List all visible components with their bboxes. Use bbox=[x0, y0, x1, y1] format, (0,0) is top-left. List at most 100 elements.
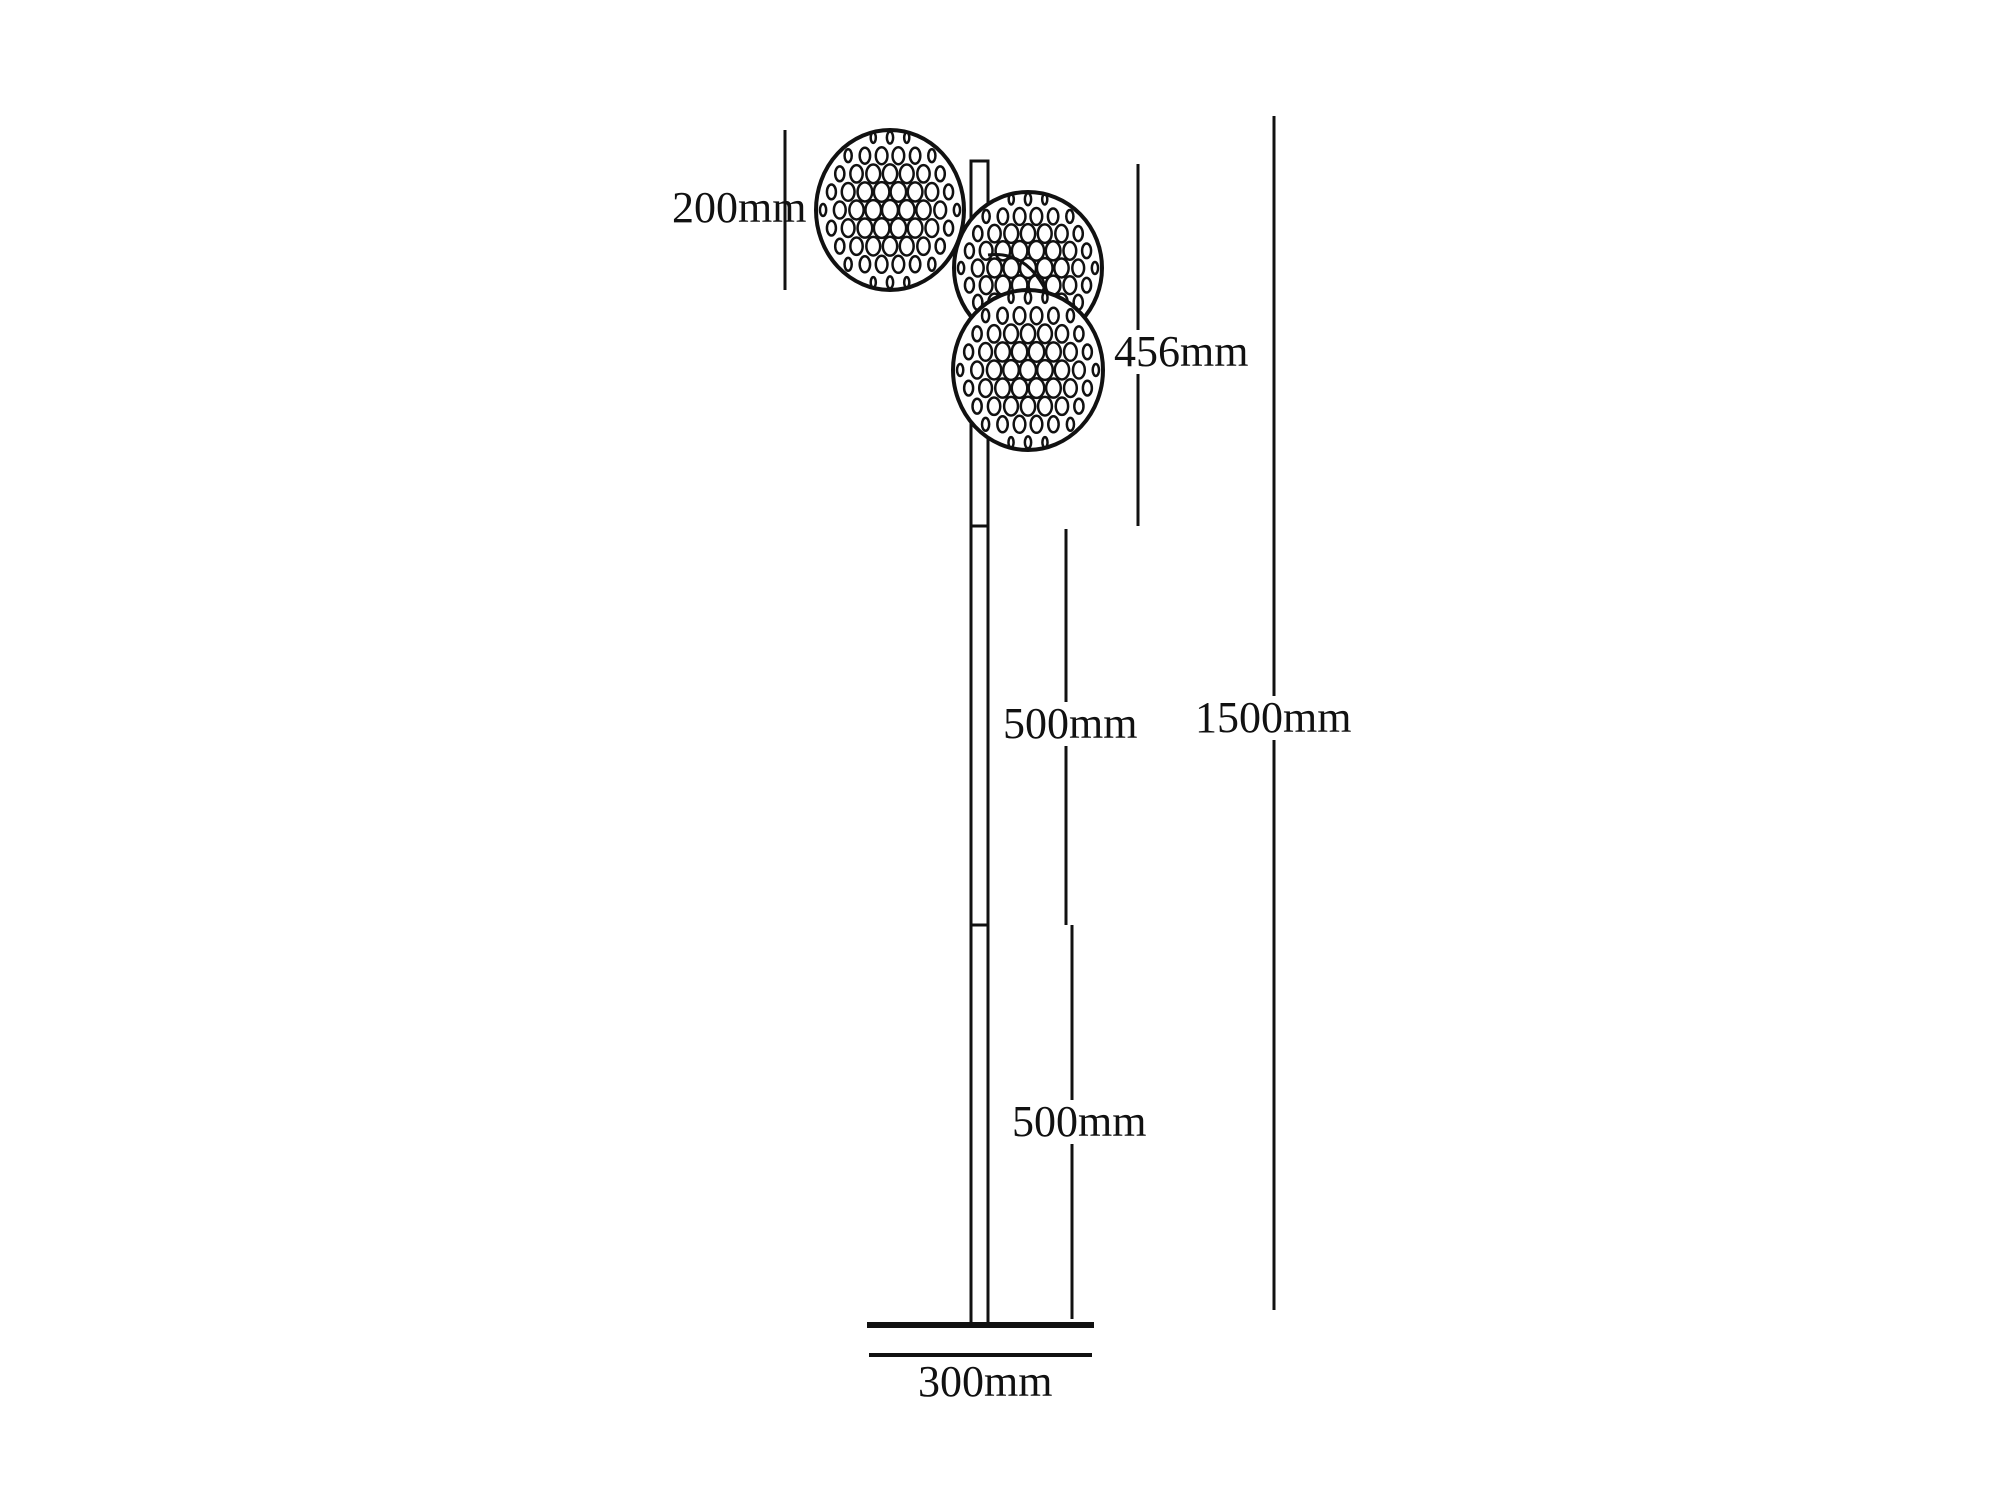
perforation-hole bbox=[832, 200, 847, 220]
perforation-hole bbox=[977, 341, 994, 363]
perforation-hole bbox=[1007, 192, 1016, 206]
perforation-hole bbox=[933, 200, 948, 220]
perforation-hole bbox=[898, 163, 915, 185]
perforation-hole bbox=[1054, 323, 1070, 344]
perforation-hole bbox=[1073, 397, 1085, 415]
perforation-hole bbox=[915, 199, 932, 221]
perforation-hole bbox=[1062, 377, 1079, 399]
perforation-hole bbox=[978, 240, 994, 261]
perforation-hole bbox=[1019, 222, 1037, 245]
perforation-hole bbox=[897, 198, 916, 222]
perforation-hole bbox=[858, 146, 872, 165]
perforation-hole bbox=[1040, 192, 1049, 206]
perforation-hole bbox=[833, 237, 846, 255]
perforation-hole bbox=[908, 146, 922, 165]
perforation-hole bbox=[1062, 275, 1078, 296]
perforation-hole bbox=[1044, 240, 1062, 262]
perforation-hole bbox=[1035, 358, 1055, 382]
perforation-hole bbox=[942, 183, 955, 201]
perforation-hole bbox=[1073, 325, 1085, 343]
perforation-hole bbox=[1046, 306, 1060, 325]
perforation-hole bbox=[1012, 414, 1027, 435]
perforation-hole bbox=[986, 396, 1002, 417]
perforation-hole bbox=[1029, 414, 1044, 435]
perforation-hole bbox=[996, 306, 1010, 325]
perforation-hole bbox=[840, 181, 856, 203]
perforation-hole bbox=[865, 235, 882, 257]
perforation-hole bbox=[963, 242, 976, 260]
perforation-hole bbox=[1062, 341, 1079, 363]
perforation-hole bbox=[934, 237, 947, 255]
perforation-hole bbox=[889, 180, 908, 203]
perforation-hole bbox=[971, 397, 983, 415]
perforation-hole bbox=[1029, 305, 1044, 326]
perforation-hole bbox=[856, 181, 874, 203]
label-total-height: 1500mm bbox=[1195, 693, 1352, 742]
perforation-hole bbox=[1054, 396, 1070, 417]
perforation-hole bbox=[1071, 360, 1087, 380]
perforation-hole bbox=[985, 359, 1003, 381]
perforation-hole bbox=[994, 240, 1012, 262]
perforation-hole bbox=[986, 323, 1002, 344]
perforation-hole bbox=[1012, 305, 1027, 326]
perforation-hole bbox=[1007, 291, 1015, 305]
perforation-hole bbox=[1010, 377, 1029, 400]
perforation-hole bbox=[962, 379, 975, 397]
perforation-hole bbox=[942, 219, 955, 237]
perforation-hole bbox=[1035, 256, 1054, 280]
perforation-hole bbox=[927, 256, 937, 272]
perforation-hole bbox=[1036, 323, 1054, 345]
perforation-hole bbox=[865, 163, 882, 185]
perforation-hole bbox=[996, 415, 1010, 434]
perforation-hole bbox=[1044, 377, 1063, 399]
perforation-hole bbox=[1090, 260, 1100, 276]
perforation-hole bbox=[1002, 395, 1020, 417]
perforation-hole bbox=[916, 236, 931, 257]
perforation-hole bbox=[980, 308, 991, 324]
perforation-hole bbox=[981, 208, 991, 225]
perforation-hole bbox=[869, 131, 878, 145]
perforation-hole bbox=[881, 235, 899, 257]
perforation-hole bbox=[1062, 240, 1078, 261]
perforation-hole bbox=[1019, 395, 1037, 417]
perforation-hole bbox=[869, 275, 878, 289]
perforation-hole bbox=[885, 130, 895, 145]
perforation-hole bbox=[1065, 308, 1076, 324]
perforation-hole bbox=[1080, 242, 1093, 260]
perforation-hole bbox=[927, 148, 937, 164]
perforation-hole bbox=[962, 343, 975, 361]
perforation-hole bbox=[1046, 415, 1060, 434]
perforation-hole bbox=[971, 325, 983, 343]
perforation-hole bbox=[1081, 343, 1094, 361]
perforation-hole bbox=[969, 360, 985, 380]
perforation-hole bbox=[825, 183, 838, 201]
perforation-hole bbox=[1041, 291, 1049, 305]
perforation-hole bbox=[977, 377, 994, 399]
perforation-hole bbox=[971, 224, 984, 243]
perforation-hole bbox=[956, 260, 966, 276]
perforation-hole bbox=[1012, 206, 1027, 227]
perforation-hole bbox=[1065, 208, 1075, 225]
globe-top bbox=[814, 128, 966, 292]
perforation-hole bbox=[1054, 223, 1069, 244]
perforation-hole bbox=[1053, 257, 1070, 279]
perforation-hole bbox=[1027, 239, 1046, 262]
perforation-hole bbox=[849, 163, 864, 184]
perforation-hole bbox=[970, 258, 985, 278]
perforation-hole bbox=[902, 275, 911, 289]
perforation-hole bbox=[902, 131, 911, 145]
label-upper-segment: 500mm bbox=[1003, 699, 1138, 748]
globe-front bbox=[951, 288, 1105, 452]
perforation-hole bbox=[843, 148, 853, 164]
perforation-hole bbox=[1027, 340, 1046, 363]
perforation-hole bbox=[934, 165, 947, 183]
perforation-hole bbox=[955, 362, 965, 378]
label-base-width: 300mm bbox=[918, 1357, 1053, 1406]
perforation-hole bbox=[1072, 224, 1085, 243]
perforation-hole bbox=[1036, 395, 1054, 417]
perforation-hole bbox=[924, 181, 940, 203]
perforation-hole bbox=[963, 276, 976, 294]
label-globe-diameter: 200mm bbox=[672, 183, 807, 232]
perforation-hole bbox=[987, 223, 1002, 244]
perforation-hole bbox=[874, 254, 889, 275]
